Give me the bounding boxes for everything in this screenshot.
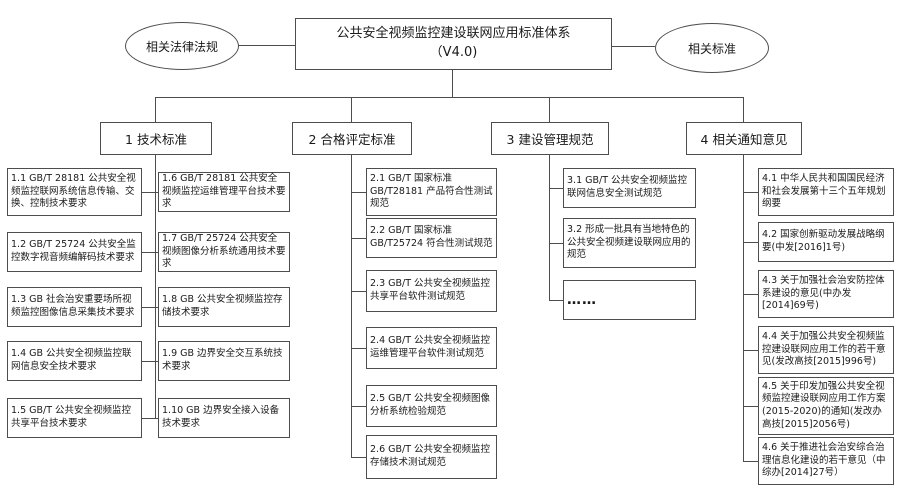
node-4-6: 4.6 关于推进社会治安综合治理信息化建设的若干意见（中综办[2014]27号） [758, 437, 894, 485]
related-laws-label: 相关法律法规 [145, 39, 218, 54]
node-3-1: 3.1 GB/T 公共安全视频监控联网信息安全测试规范 [563, 168, 696, 208]
node-2-5: 2.5 GB/T 公共安全视频图像分析系统检验规范 [366, 385, 497, 427]
connector [452, 68, 453, 97]
node-4-3: 4.3 关于加强社会治安防控体系建设的意见(中办发[2014]69号) [758, 270, 894, 318]
connector [743, 97, 744, 122]
connector [549, 153, 550, 300]
node-1-7: 1.7 GB/T 25724 公共安全视频图像分析系统通用技术要求 [158, 232, 290, 272]
node-1-9: 1.9 GB 边界安全交互系统技术要求 [158, 341, 290, 381]
branch-4-label: 4 相关通知意见 [700, 132, 788, 147]
connector [142, 192, 158, 193]
branch-1-label: 1 技术标准 [125, 132, 187, 147]
node-2-2: 2.2 GB/T 国家标准 GB/T25724 符合性测试规范 [366, 218, 497, 258]
node-2-1: 2.1 GB/T 国家标准 GB/T28181 产品符合性测试规范 [366, 168, 497, 216]
node-4-2: 4.2 国家创新驱动发展战略纲要(中发[2016]1号) [758, 222, 894, 262]
node-3-2: 3.2 形成一批具有当地特色的公共安全视频建设联网应用的规范 [563, 218, 696, 268]
node-4-4: 4.4 关于加强公共安全视频监控建设联网应用工作的若干意见(发改高技[2015]… [758, 326, 894, 374]
node-4-5: 4.5 关于印发加强公共安全视频监控建设联网应用工作方案(2015-2020)的… [758, 377, 894, 435]
node-2-4: 2.4 GB/T 公共安全视频监控运维管理平台软件测试规范 [366, 327, 497, 369]
node-1-5: 1.5 GB/T 公共安全视频监控共享平台技术要求 [7, 398, 142, 438]
branch-3-header: 3 建设管理规范 [491, 122, 609, 155]
connector [743, 406, 758, 407]
branch-2-header: 2 合格评定标准 [292, 122, 412, 155]
connector [549, 243, 563, 244]
connector [155, 153, 156, 418]
branch-2-label: 2 合格评定标准 [308, 132, 396, 147]
connector [155, 97, 156, 122]
connector [351, 457, 366, 458]
related-laws-ellipse: 相关法律法规 [125, 22, 239, 70]
node-2-3: 2.3 GB/T 公共安全视频监控共享平台软件测试规范 [366, 270, 497, 312]
connector [351, 153, 352, 457]
root-node: 公共安全视频监控建设联网应用标准体系 （V4.0) [295, 18, 612, 70]
connector [142, 418, 158, 419]
connector [155, 97, 744, 98]
connector [549, 188, 563, 189]
connector [351, 97, 352, 122]
branch-4-header: 4 相关通知意见 [686, 122, 802, 155]
connector [743, 192, 758, 193]
connector [351, 238, 366, 239]
connector [743, 242, 758, 243]
connector [743, 153, 744, 461]
connector [549, 300, 563, 301]
node-1-8: 1.8 GB 公共安全视频监控存储技术要求 [158, 287, 290, 327]
node-1-6: 1.6 GB/T 28181 公共安全视频监控运维管理平台技术要求 [158, 172, 290, 212]
node-4-1: 4.1 中华人民共和国国民经济和社会发展第十三个五年规划纲要 [758, 168, 894, 216]
connector [743, 461, 758, 462]
connector [351, 192, 366, 193]
node-3-ellipsis: …… [563, 280, 696, 320]
connector [743, 350, 758, 351]
connector [351, 291, 366, 292]
connector [549, 97, 550, 122]
node-1-3: 1.3 GB 社会治安重要场所视频监控图像信息采集技术要求 [7, 287, 142, 327]
connector [142, 252, 158, 253]
related-standards-ellipse: 相关标准 [655, 23, 769, 73]
connector [743, 294, 758, 295]
connector [610, 46, 655, 47]
connector [237, 45, 295, 46]
node-1-2: 1.2 GB/T 25724 公共安全监控数字视音频编解码技术要求 [7, 232, 142, 272]
node-1-4: 1.4 GB 公共安全视频监控联网信息安全技术要求 [7, 341, 142, 381]
node-1-10: 1.10 GB 边界安全接入设备技术要求 [158, 398, 290, 438]
connector [142, 361, 158, 362]
related-standards-label: 相关标准 [687, 41, 736, 56]
node-1-1: 1.1 GB/T 28181 公共安全视频监控联网系统信息传输、交换、控制技术要… [7, 168, 142, 216]
connector [142, 307, 158, 308]
node-2-6: 2.6 GB/T 公共安全视频监控存储技术测试规范 [366, 435, 497, 479]
root-version: （V4.0) [429, 45, 478, 60]
branch-3-label: 3 建设管理规范 [506, 132, 594, 147]
root-title: 公共安全视频监控建设联网应用标准体系 [336, 26, 571, 42]
branch-1-header: 1 技术标准 [100, 122, 212, 155]
connector [351, 406, 366, 407]
connector [351, 348, 366, 349]
